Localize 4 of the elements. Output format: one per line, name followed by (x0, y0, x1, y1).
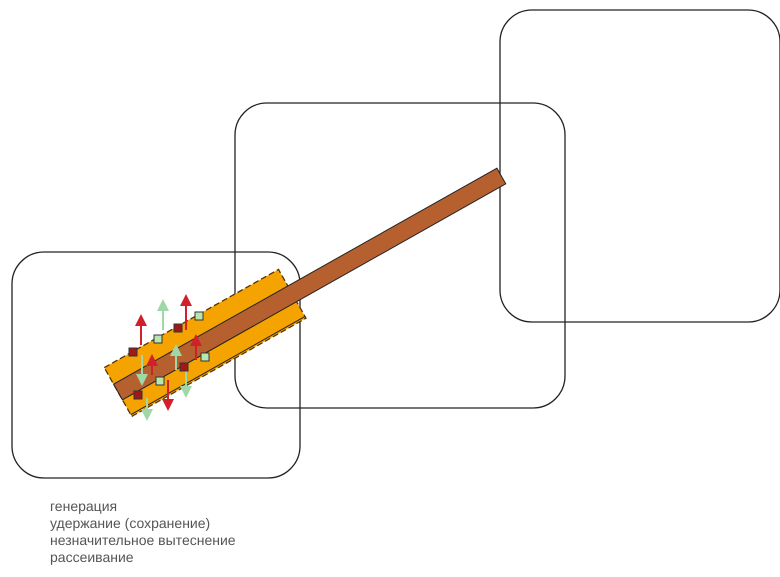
label-text: рассеивание (50, 549, 134, 566)
label-text: удержание (сохранение) (50, 515, 210, 532)
label-text: незначительное вытеснение (50, 532, 236, 549)
label-text: генерация (50, 498, 118, 515)
